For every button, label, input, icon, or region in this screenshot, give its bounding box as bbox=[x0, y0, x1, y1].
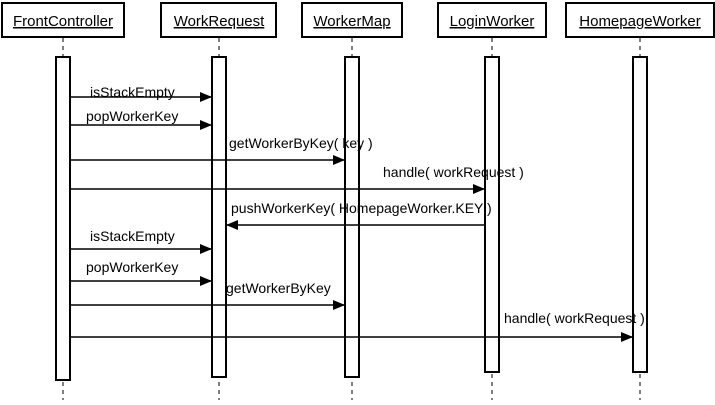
participant-homepage-worker[interactable]: HomepageWorker bbox=[565, 2, 715, 38]
message-get-worker-by-key: getWorkerByKey( key ) bbox=[70, 135, 373, 165]
message-label: pushWorkerKey( HomepageWorker.KEY ) bbox=[231, 200, 492, 216]
message-label: popWorkerKey bbox=[86, 108, 178, 124]
message-label: isStackEmpty bbox=[90, 228, 175, 244]
message-label: handle( workRequest ) bbox=[504, 310, 645, 326]
participant-label: HomepageWorker bbox=[579, 13, 700, 30]
activation-front-controller bbox=[55, 56, 71, 381]
activation-login-worker bbox=[484, 56, 500, 373]
message-is-stack-empty-2: isStackEmpty bbox=[70, 228, 212, 254]
message-label: getWorkerByKey bbox=[226, 280, 331, 296]
participant-label: WorkRequest bbox=[174, 13, 265, 30]
participant-label: WorkerMap bbox=[313, 13, 390, 30]
activation-worker-map bbox=[344, 56, 360, 378]
message-get-worker-by-key-2: getWorkerByKey bbox=[70, 280, 345, 310]
message-label: isStackEmpty bbox=[90, 84, 175, 100]
participant-worker-map[interactable]: WorkerMap bbox=[301, 2, 403, 38]
activation-homepage-worker bbox=[632, 56, 648, 373]
message-handle-homepage: handle( workRequest ) bbox=[70, 310, 645, 342]
message-label: getWorkerByKey( key ) bbox=[229, 135, 373, 151]
participant-login-worker[interactable]: LoginWorker bbox=[437, 2, 547, 38]
message-pop-worker-key-2: popWorkerKey bbox=[70, 259, 212, 286]
message-pop-worker-key: popWorkerKey bbox=[70, 108, 212, 130]
message-label: handle( workRequest ) bbox=[383, 164, 524, 180]
message-handle-login: handle( workRequest ) bbox=[70, 164, 524, 194]
participant-front-controller[interactable]: FrontController bbox=[1, 2, 125, 38]
message-is-stack-empty: isStackEmpty bbox=[70, 84, 212, 102]
participant-work-request[interactable]: WorkRequest bbox=[160, 2, 277, 38]
participant-label: LoginWorker bbox=[450, 13, 535, 30]
participant-label: FrontController bbox=[13, 13, 113, 30]
message-push-worker-key: pushWorkerKey( HomepageWorker.KEY ) bbox=[226, 200, 492, 230]
message-label: popWorkerKey bbox=[86, 259, 178, 275]
activation-work-request bbox=[211, 56, 227, 378]
